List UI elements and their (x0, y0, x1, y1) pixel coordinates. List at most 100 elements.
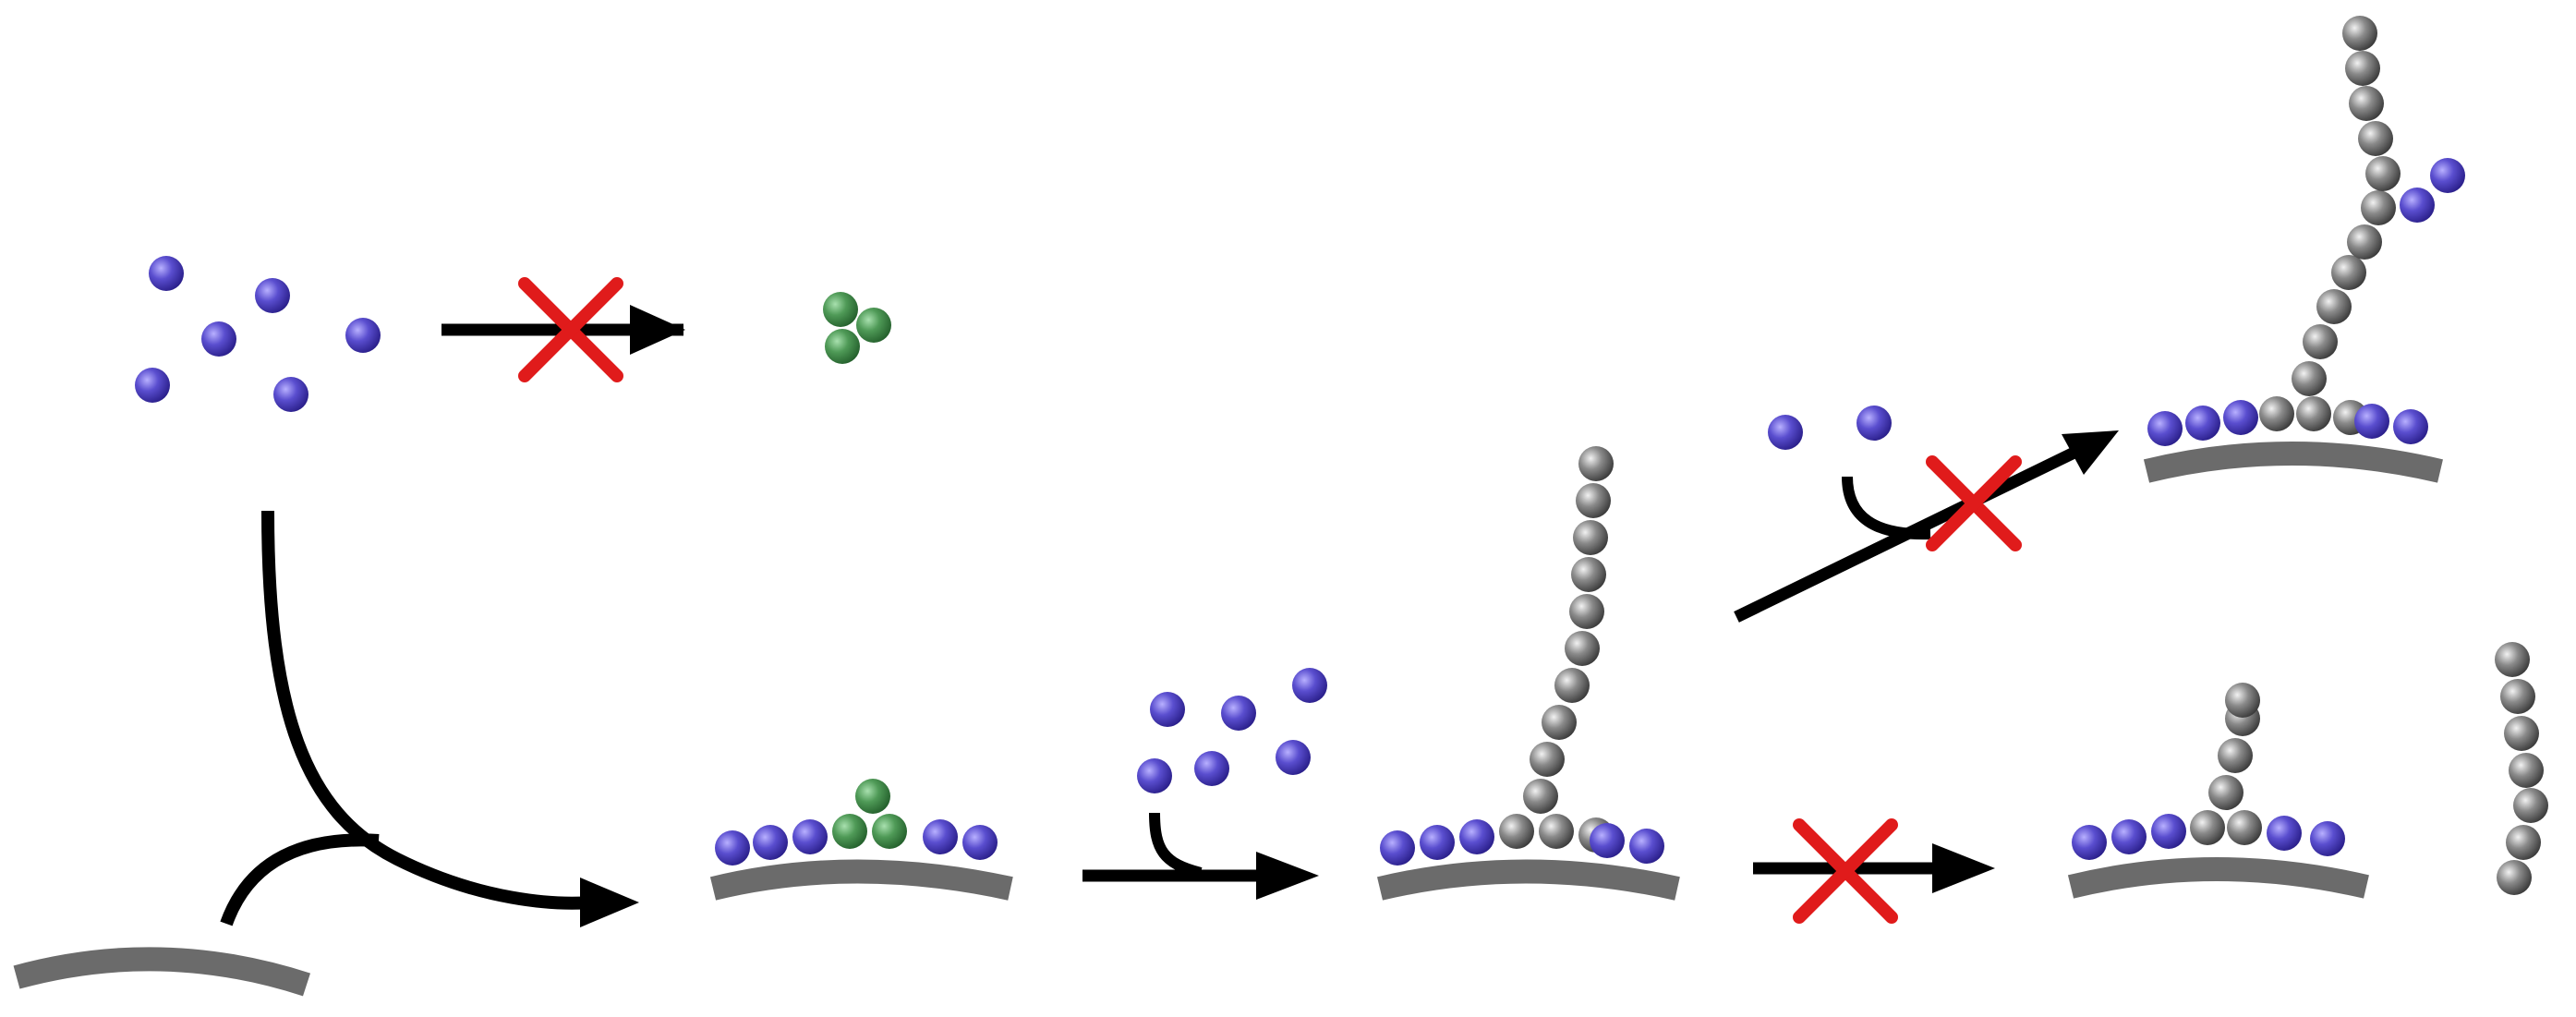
surface (709, 859, 1013, 901)
adsorbed-monomer (2223, 400, 2258, 435)
adsorbed-monomer (2072, 825, 2107, 860)
monomer-sphere (255, 278, 290, 313)
polymer-sphere (2347, 224, 2382, 260)
secondary-monomers-group (1768, 406, 1892, 450)
monomer-sphere (149, 256, 184, 291)
polymer-sphere (2208, 775, 2243, 810)
nucleus-sphere (825, 329, 860, 364)
monomer-sphere (1137, 758, 1172, 793)
surface-seed-stage (2067, 683, 2369, 899)
polymer-sphere (1565, 631, 1600, 666)
polymer-sphere (2345, 51, 2380, 86)
polymer-sphere (1499, 814, 1534, 849)
polymer-sphere (2259, 396, 2294, 431)
polymer-sphere (2509, 753, 2544, 788)
blocked-homogeneous-nucleation-arrow (441, 277, 685, 382)
adsorbed-monomer (792, 819, 828, 854)
blocked-x-icon (1926, 455, 2022, 551)
polymer-sphere (1539, 814, 1574, 849)
polymer-sphere (2365, 156, 2401, 191)
monomer-sphere (135, 368, 170, 403)
surface (2143, 442, 2443, 483)
adsorbed-monomer (2147, 411, 2183, 446)
bare-surface (13, 947, 311, 997)
monomer-sphere (201, 321, 236, 357)
polymer-sphere (2316, 289, 2352, 324)
polymer-sphere (2292, 361, 2327, 396)
polymer-sphere (1530, 742, 1565, 777)
polymer-sphere (2331, 255, 2366, 290)
free-monomers-group (135, 256, 381, 412)
polymer-sphere (2500, 679, 2535, 714)
adsorbed-monomer (2185, 406, 2220, 441)
polymer-sphere (1578, 446, 1614, 481)
polymer-sphere (1542, 705, 1577, 740)
added-monomers-group (1137, 668, 1327, 793)
adsorbed-monomer (2111, 819, 2147, 854)
detached-fibril (2495, 642, 2548, 895)
monomer-sphere (1221, 696, 1256, 731)
monomer-sphere (345, 318, 381, 353)
adsorbed-monomer (2151, 814, 2186, 849)
polymer-sphere (2506, 825, 2541, 860)
blocked-x-icon (1793, 818, 1898, 924)
polymer-sphere (1523, 779, 1558, 814)
surface-nucleus-sphere (872, 814, 907, 849)
nucleus-sphere (856, 308, 891, 343)
polymer-sphere (2218, 738, 2253, 773)
surface-fibril-stage (1377, 446, 1680, 901)
fibril-end-monomer (2430, 158, 2465, 193)
polymer-sphere (2225, 683, 2260, 718)
polymer-sphere (1573, 520, 1608, 555)
adsorbed-monomer (2354, 404, 2389, 439)
polymer-sphere (2358, 121, 2393, 156)
blocked-secondary-nucleation-arrow (1734, 430, 2119, 623)
monomer-sphere (1856, 406, 1892, 441)
blocked-detachment-arrow (1753, 818, 1995, 924)
monomer-sphere (1276, 740, 1311, 775)
nucleus-sphere (823, 292, 858, 327)
adsorbed-monomer (2267, 816, 2302, 851)
surface-nucleation-stage (709, 779, 1013, 901)
adsorbed-monomer (923, 819, 958, 854)
polymer-sphere (2342, 16, 2377, 51)
blocked-x-icon (518, 277, 623, 382)
surface-nucleus-sphere (832, 814, 867, 849)
surface-nucleus-sphere (855, 779, 890, 814)
adsorbed-monomer (962, 825, 998, 860)
polymer-sphere (2495, 642, 2530, 677)
fibril-end-monomer (2400, 188, 2435, 223)
monomer-sphere (273, 377, 308, 412)
polymer-sphere (2504, 716, 2539, 751)
polymer-sphere (2190, 810, 2225, 845)
adsorbed-monomer (2310, 821, 2345, 856)
adsorbed-monomer (2393, 409, 2428, 444)
polymer-sphere (1554, 668, 1590, 703)
polymer-sphere (2513, 788, 2548, 823)
merge-arrow (220, 510, 639, 927)
surface (2067, 857, 2369, 899)
adsorbed-monomer (753, 825, 788, 860)
polymer-sphere (2361, 190, 2396, 225)
monomer-sphere (1768, 415, 1803, 450)
polymer-sphere (2296, 396, 2331, 431)
adsorbed-monomer (1590, 823, 1625, 858)
monomer-sphere (1194, 751, 1229, 786)
polymer-sphere (1569, 594, 1604, 629)
polymer-sphere (2497, 860, 2532, 895)
polymer-sphere (1576, 483, 1611, 518)
adsorbed-monomer (1380, 830, 1415, 866)
polymer-sphere (1571, 557, 1606, 592)
monomer-sphere (1292, 668, 1327, 703)
elongated-fibril-stage (2143, 16, 2465, 483)
adsorbed-monomer (1629, 829, 1664, 864)
polymer-sphere (2349, 86, 2384, 121)
surface (1377, 859, 1680, 901)
adsorbed-monomer (1459, 819, 1494, 854)
polymer-sphere (2303, 324, 2338, 359)
solution-nucleus-cluster (823, 292, 891, 364)
polymer-sphere (2227, 810, 2262, 845)
adsorbed-monomer (1420, 825, 1455, 860)
monomer-sphere (1150, 692, 1185, 727)
